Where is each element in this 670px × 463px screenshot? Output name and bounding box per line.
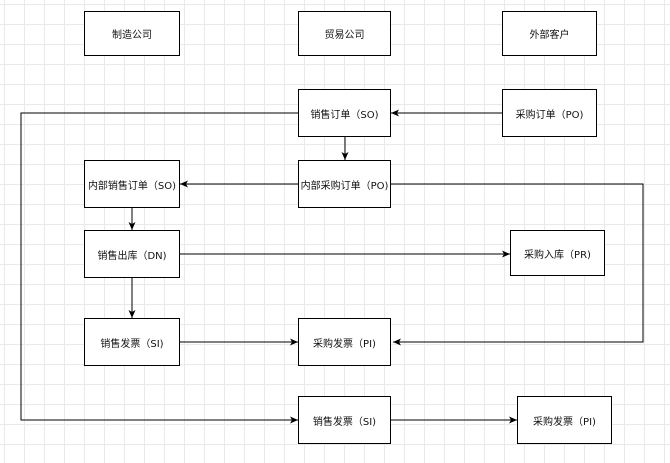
- node-mfg-delivery-note[interactable]: 销售出库（DN): [84, 230, 180, 278]
- node-customer-purchase-order[interactable]: 采购订单（PO): [502, 89, 597, 137]
- header-external-customer[interactable]: 外部客户: [502, 11, 597, 56]
- node-mfg-internal-sales-order[interactable]: 内部销售订单（SO): [84, 160, 180, 208]
- node-trade-sales-order[interactable]: 销售订单（SO): [298, 89, 391, 137]
- header-trading-company[interactable]: 贸易公司: [298, 11, 391, 56]
- node-purchase-receipt[interactable]: 采购入库（PR): [510, 230, 605, 276]
- node-mfg-sales-invoice[interactable]: 销售发票（SI): [84, 318, 180, 366]
- edge-internal-po-to-trade-pi: [391, 183, 644, 346]
- header-manufacturing-company[interactable]: 制造公司: [84, 11, 180, 56]
- node-trade-internal-purchase-order[interactable]: 内部采购订单（PO): [298, 160, 391, 208]
- node-trade-sales-invoice[interactable]: 销售发票（SI): [298, 396, 391, 444]
- edge-trade-so-to-trade-si: [20, 112, 298, 424]
- node-customer-purchase-invoice[interactable]: 采购发票（PI): [517, 396, 612, 444]
- node-trade-purchase-invoice[interactable]: 采购发票（PI): [298, 318, 391, 366]
